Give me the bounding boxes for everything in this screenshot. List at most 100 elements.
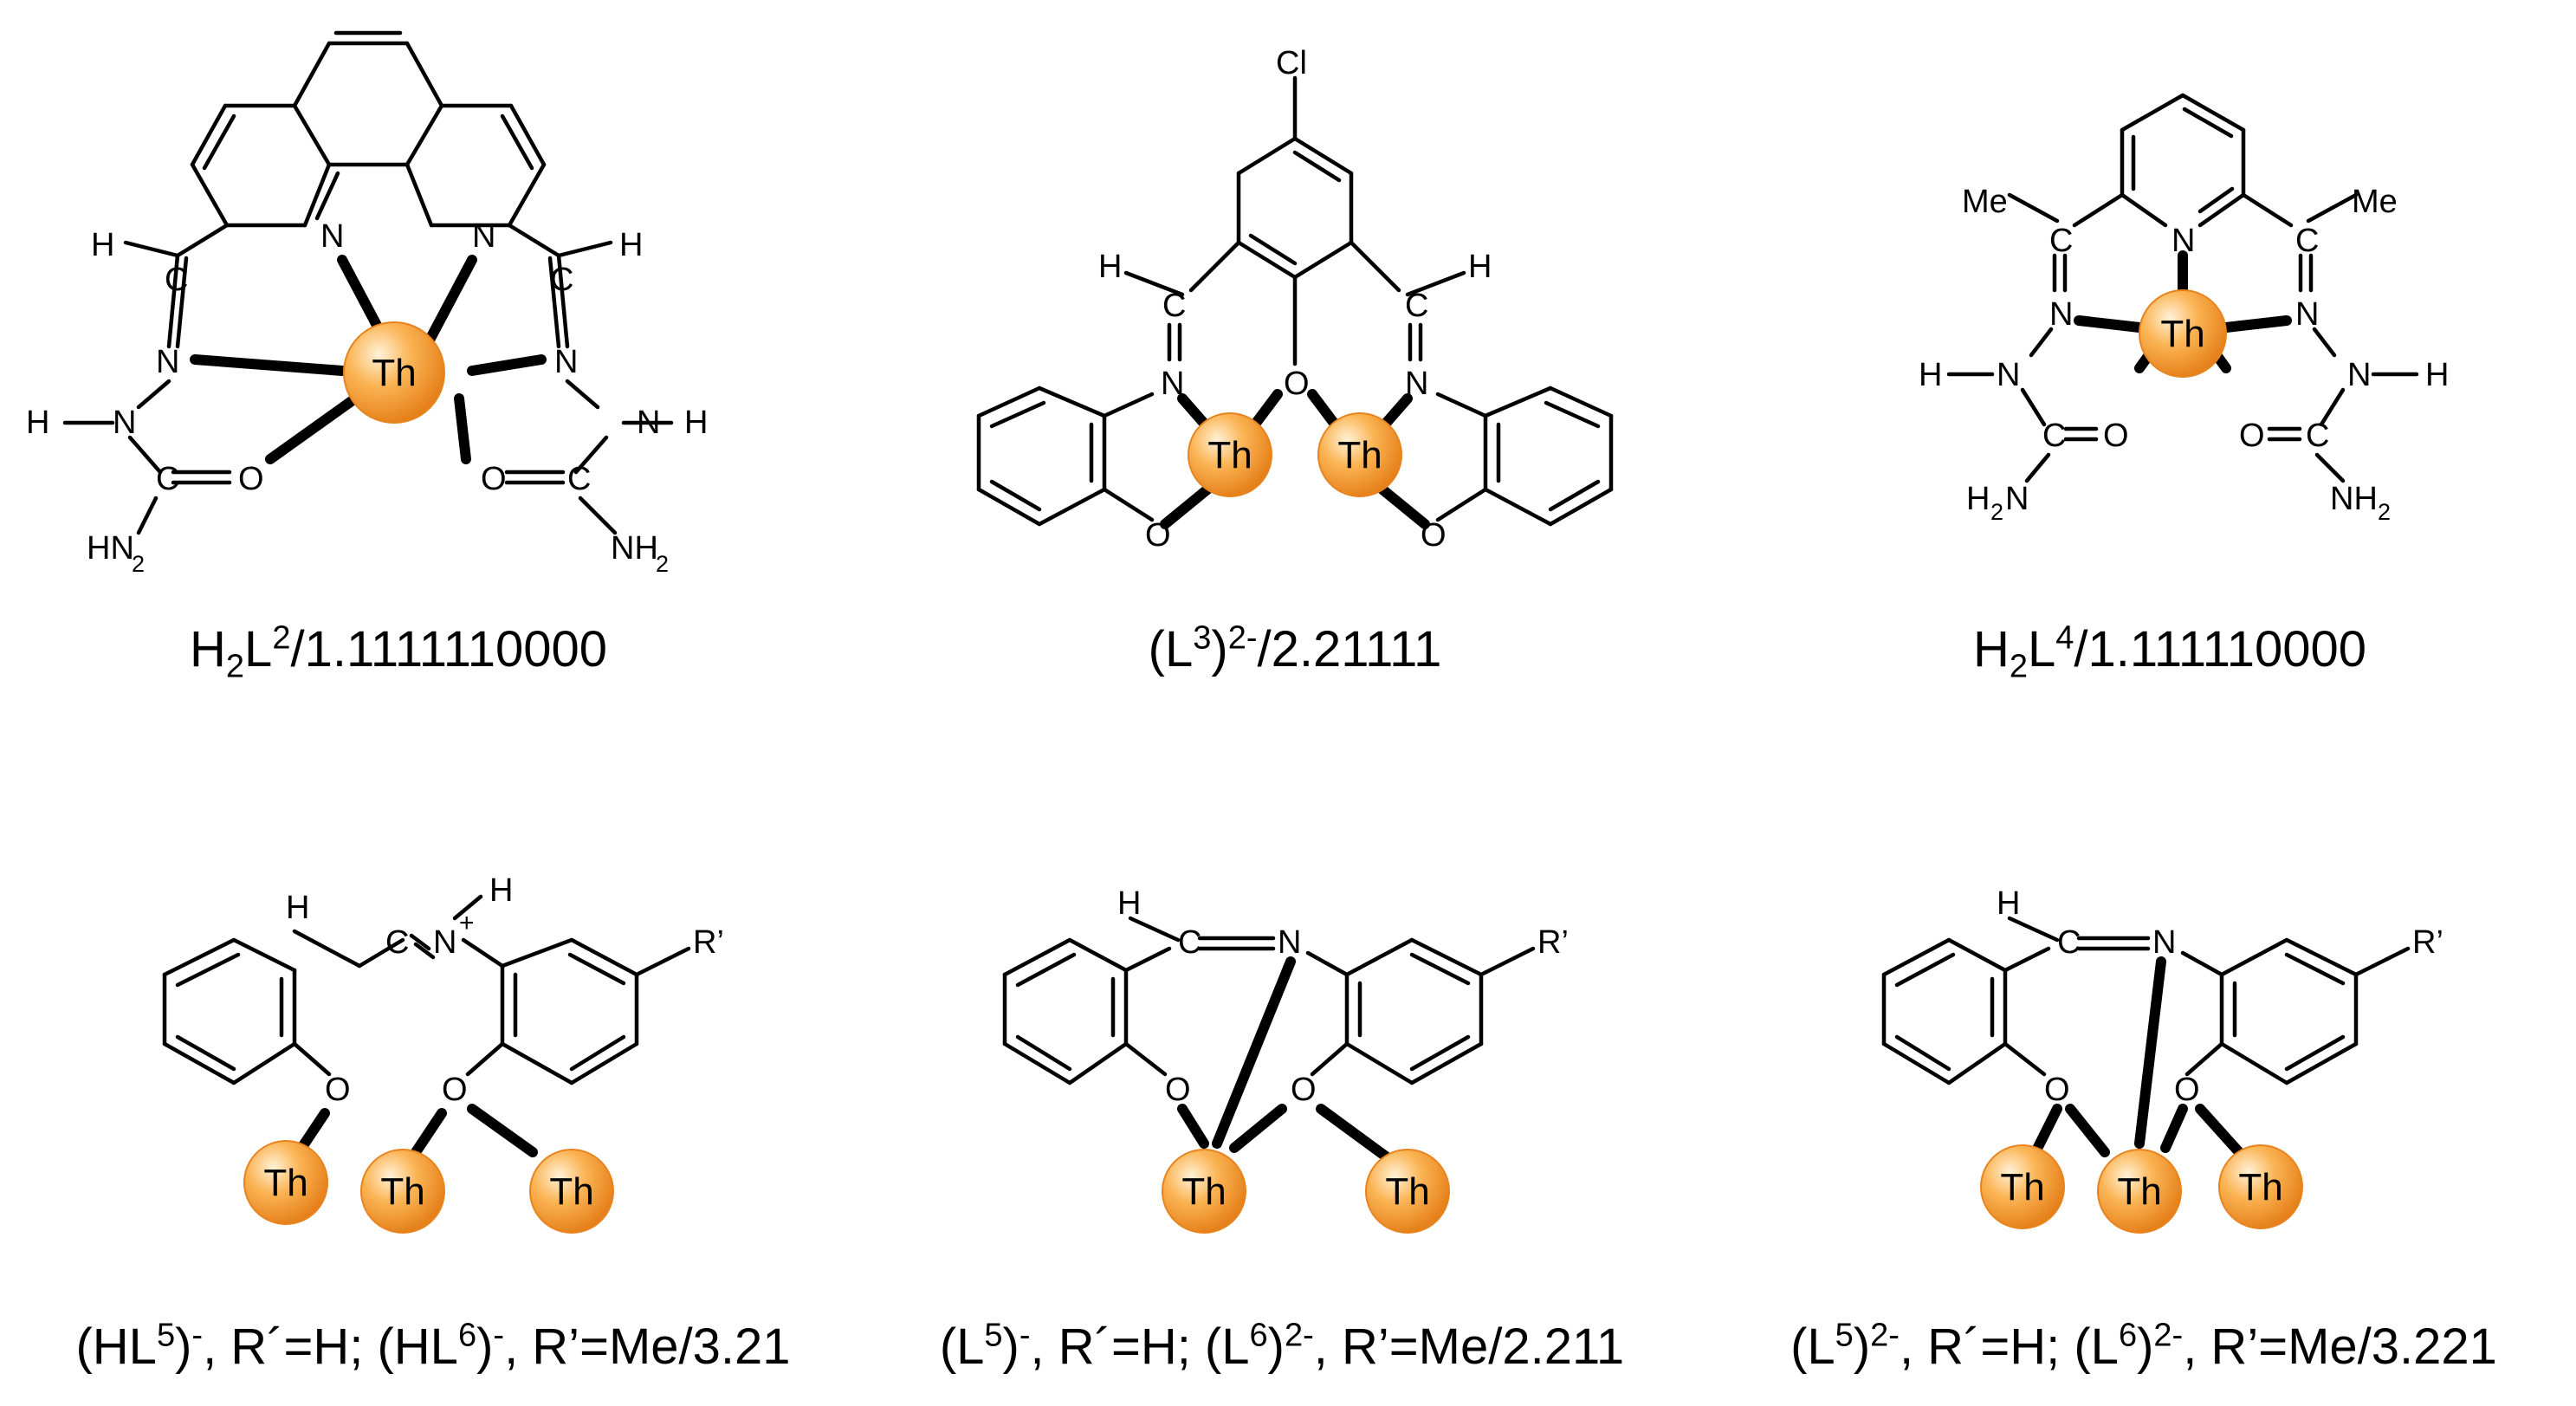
atom-label: Me bbox=[1962, 184, 2008, 220]
thorium-atom: Th bbox=[1162, 1149, 1246, 1234]
thorium-atom: Th bbox=[2218, 1144, 2303, 1229]
thorium-atom: Th bbox=[243, 1140, 328, 1225]
atom-label: N bbox=[2049, 296, 2073, 333]
atom-label: H bbox=[1997, 885, 2020, 922]
svg-text:Th: Th bbox=[2160, 313, 2204, 355]
atom-label: O bbox=[2174, 1072, 2200, 1108]
atom-label: NH bbox=[2330, 481, 2378, 517]
atom-label: N bbox=[637, 405, 660, 441]
atom-label: C bbox=[2306, 418, 2329, 454]
structure-l3: Cl H H C C N N O O O Th Th bbox=[976, 45, 1614, 554]
svg-text:Th: Th bbox=[1337, 434, 1382, 476]
atom-label: N bbox=[433, 924, 456, 961]
atom-label: H bbox=[619, 227, 643, 263]
atom-label: N bbox=[2171, 223, 2195, 259]
atom-subscript: 2 bbox=[656, 551, 669, 577]
atom-label: N bbox=[113, 405, 136, 441]
atom-label: Cl bbox=[1276, 45, 1307, 81]
atom-label: O bbox=[2103, 418, 2129, 454]
svg-text:Th: Th bbox=[2117, 1170, 2161, 1213]
svg-text:Th: Th bbox=[372, 352, 416, 394]
thorium-atom: Th bbox=[1980, 1144, 2065, 1229]
atom-label: H bbox=[1098, 249, 1122, 285]
svg-text:Th: Th bbox=[2238, 1166, 2282, 1208]
atom-label: R’ bbox=[1537, 924, 1569, 961]
thorium-atom: Th bbox=[1365, 1149, 1450, 1234]
atom-label: H bbox=[1468, 249, 1492, 285]
atom-label: C bbox=[567, 461, 591, 497]
atom-label: N bbox=[2152, 924, 2176, 961]
svg-text:Th: Th bbox=[263, 1162, 307, 1204]
svg-text:Th: Th bbox=[2000, 1166, 2044, 1208]
thorium-atom: Th bbox=[343, 321, 445, 424]
atom-subscript: 2 bbox=[132, 551, 145, 577]
atom-label: C bbox=[550, 262, 573, 298]
atom-label: H bbox=[286, 890, 309, 926]
svg-text:Th: Th bbox=[380, 1170, 424, 1213]
caption-l5-a: (L5)-, R´=H; (L6)2-, R’=Me/2.211 bbox=[939, 1317, 1625, 1375]
svg-text:Th: Th bbox=[549, 1170, 593, 1213]
caption-hl5: (HL5)-, R´=H; (HL6)-, R’=Me/3.21 bbox=[75, 1317, 791, 1375]
atom-label: R’ bbox=[2412, 924, 2443, 961]
structure-l5-a: H C N R’ O O Th Th bbox=[1002, 885, 1569, 1234]
thorium-atom: Th bbox=[529, 1149, 614, 1234]
atom-label: C bbox=[2042, 418, 2066, 454]
atom-label: H bbox=[91, 227, 114, 263]
atom-label: C bbox=[1162, 288, 1186, 324]
charge-label: + bbox=[459, 909, 475, 937]
atom-label: O bbox=[481, 461, 507, 497]
atom-label: N bbox=[1997, 357, 2020, 393]
atom-label: O bbox=[2239, 418, 2265, 454]
thorium-atom: Th bbox=[2139, 289, 2227, 378]
structure-h2l4: Me Me N C C N N H N N H C O O C H 2 N NH… bbox=[1919, 93, 2449, 525]
atom-label: N bbox=[554, 344, 578, 380]
atom-label: C bbox=[2057, 924, 2081, 961]
svg-text:Th: Th bbox=[1181, 1170, 1226, 1213]
atom-label: N bbox=[320, 218, 344, 255]
atom-label: N bbox=[1278, 924, 1301, 961]
atom-label: H bbox=[2425, 357, 2449, 393]
atom-label: N bbox=[156, 344, 179, 380]
atom-label: N bbox=[1161, 366, 1184, 402]
atom-label: O bbox=[1291, 1072, 1317, 1108]
svg-text:Th: Th bbox=[1385, 1170, 1429, 1213]
atom-label: H bbox=[1117, 885, 1141, 922]
thorium-atom: Th bbox=[1188, 412, 1272, 497]
atom-label: H bbox=[489, 872, 513, 909]
atom-subscript: 2 bbox=[2378, 499, 2391, 525]
atom-label: H bbox=[1966, 481, 1990, 517]
caption-l5-b: (L5)2-, R´=H; (L6)2-, R’=Me/3.221 bbox=[1790, 1317, 2497, 1375]
caption-h2l4: H2L4/1.111110000 bbox=[1972, 619, 2367, 685]
atom-subscript: 2 bbox=[1990, 499, 2003, 525]
atom-label: C bbox=[1178, 924, 1201, 961]
structure-h2l2: N N H H C C N N H N N H C O O C HN 2 NH … bbox=[26, 30, 708, 577]
atom-label: H bbox=[1919, 357, 1942, 393]
atom-label: N bbox=[2295, 296, 2319, 333]
svg-text:Th: Th bbox=[1207, 434, 1252, 476]
atom-label: O bbox=[1284, 366, 1310, 402]
atom-label: Me bbox=[2352, 184, 2398, 220]
atom-label: N bbox=[472, 218, 495, 255]
caption-h2l2: H2L2/1.1111110000 bbox=[190, 619, 607, 685]
atom-label: O bbox=[238, 461, 264, 497]
atom-label: O bbox=[1421, 517, 1447, 554]
atom-label: C bbox=[1405, 288, 1428, 324]
atom-label: N bbox=[1405, 366, 1428, 402]
atom-label: C bbox=[2049, 223, 2073, 259]
atom-label: O bbox=[2044, 1072, 2070, 1108]
atom-label: C bbox=[385, 924, 409, 961]
atom-label: O bbox=[442, 1072, 468, 1108]
thorium-atom: Th bbox=[1317, 412, 1402, 497]
atom-label: N bbox=[2005, 481, 2029, 517]
atom-label: R’ bbox=[693, 924, 724, 961]
caption-l3: (L3)2-/2.21111 bbox=[1148, 619, 1442, 677]
atom-label: O bbox=[1145, 517, 1171, 554]
atom-label: C bbox=[156, 461, 179, 497]
structure-hl5: H H C N + R’ O O Th Th Th bbox=[162, 872, 724, 1234]
atom-label: C bbox=[165, 262, 188, 298]
atom-label: O bbox=[325, 1072, 351, 1108]
thorium-atom: Th bbox=[360, 1149, 445, 1234]
atom-label: O bbox=[1165, 1072, 1191, 1108]
atom-label: HN bbox=[87, 530, 134, 567]
